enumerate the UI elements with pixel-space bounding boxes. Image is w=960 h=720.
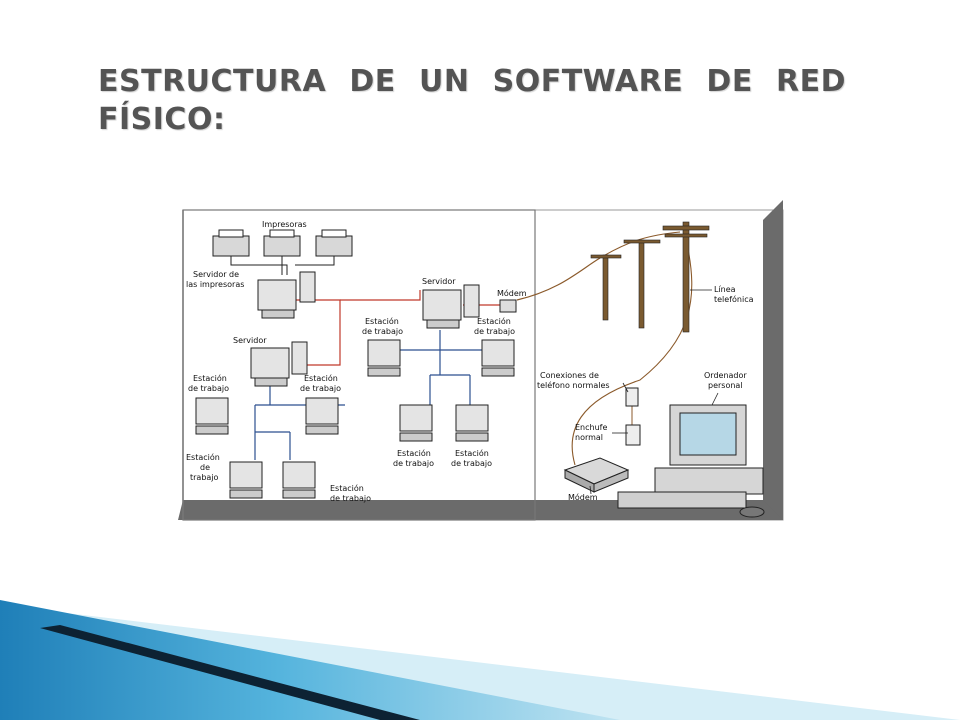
label-estacion: Estación (455, 448, 489, 458)
workstation (305, 397, 339, 435)
label-estacion: Estación (330, 483, 364, 493)
modem-desktop (563, 457, 630, 493)
server-left (250, 341, 308, 387)
label-linea: telefónica (714, 294, 754, 304)
label-estacion: Estación (193, 373, 227, 383)
phone-jack (625, 387, 639, 407)
workstation (455, 404, 489, 442)
decor-blue-wedge (0, 600, 620, 720)
print-server (257, 271, 316, 319)
label-modem-top: Módem (497, 288, 527, 298)
label-servidor-left: Servidor (233, 336, 267, 345)
workstation (229, 461, 263, 499)
label-estacion: Estación (304, 373, 338, 383)
label-estacion: de trabajo (474, 327, 515, 336)
label-estacion: Estación (186, 452, 220, 462)
workstation (481, 339, 515, 377)
modem-box-top (499, 299, 517, 313)
label-pointers (589, 289, 719, 495)
server-mid (422, 284, 480, 329)
label-estacion: de trabajo (188, 384, 229, 393)
label-enchufe: normal (575, 433, 603, 442)
computers (195, 271, 515, 499)
workstation (282, 461, 316, 499)
label-enchufe: Enchufe (575, 423, 607, 432)
workstation (195, 397, 229, 435)
title-line-1: ESTRUCTURA DE UN SOFTWARE DE RED (98, 64, 846, 99)
label-conexiones: Conexiones de (540, 371, 599, 380)
label-estacion: de trabajo (393, 459, 434, 468)
personal-computer (617, 404, 765, 518)
label-estacion: Estación (397, 448, 431, 458)
printer-2 (263, 229, 301, 257)
label-ordenador: Ordenador (704, 371, 747, 380)
label-conexiones: teléfono normales (537, 380, 610, 390)
label-servidor-mid: Servidor (422, 277, 456, 286)
printers (212, 229, 353, 275)
slide-title: ESTRUCTURA DE UN SOFTWARE DE RED FÍSICO: (98, 63, 846, 139)
label-estacion: de (200, 463, 210, 472)
network-links (254, 231, 693, 466)
diagram-labels: Impresoras Servidor de las impresoras Se… (186, 220, 754, 503)
label-ordenador: personal (708, 381, 743, 390)
power-outlet (625, 424, 641, 446)
label-estacion: Estación (365, 316, 399, 326)
printer-1 (212, 229, 250, 257)
label-linea: Línea (714, 285, 736, 294)
label-estacion: de trabajo (330, 494, 371, 503)
label-modem-bottom: Módem (568, 492, 598, 502)
label-servidor-impresoras: las impresoras (186, 280, 244, 289)
label-servidor-impresoras: Servidor de (193, 270, 239, 279)
telephone-poles (590, 221, 710, 333)
slide-decoration (0, 600, 960, 720)
workstation (367, 339, 401, 377)
label-estacion: de trabajo (300, 384, 341, 393)
label-estacion: de trabajo (451, 459, 492, 468)
label-estacion: de trabajo (362, 327, 403, 336)
decor-dark-stroke (40, 625, 420, 720)
label-estacion: trabajo (190, 473, 219, 482)
workstation (399, 404, 433, 442)
title-line-2: FÍSICO: (98, 102, 226, 137)
label-estacion: Estación (477, 316, 511, 326)
label-impresoras: Impresoras (262, 220, 307, 229)
